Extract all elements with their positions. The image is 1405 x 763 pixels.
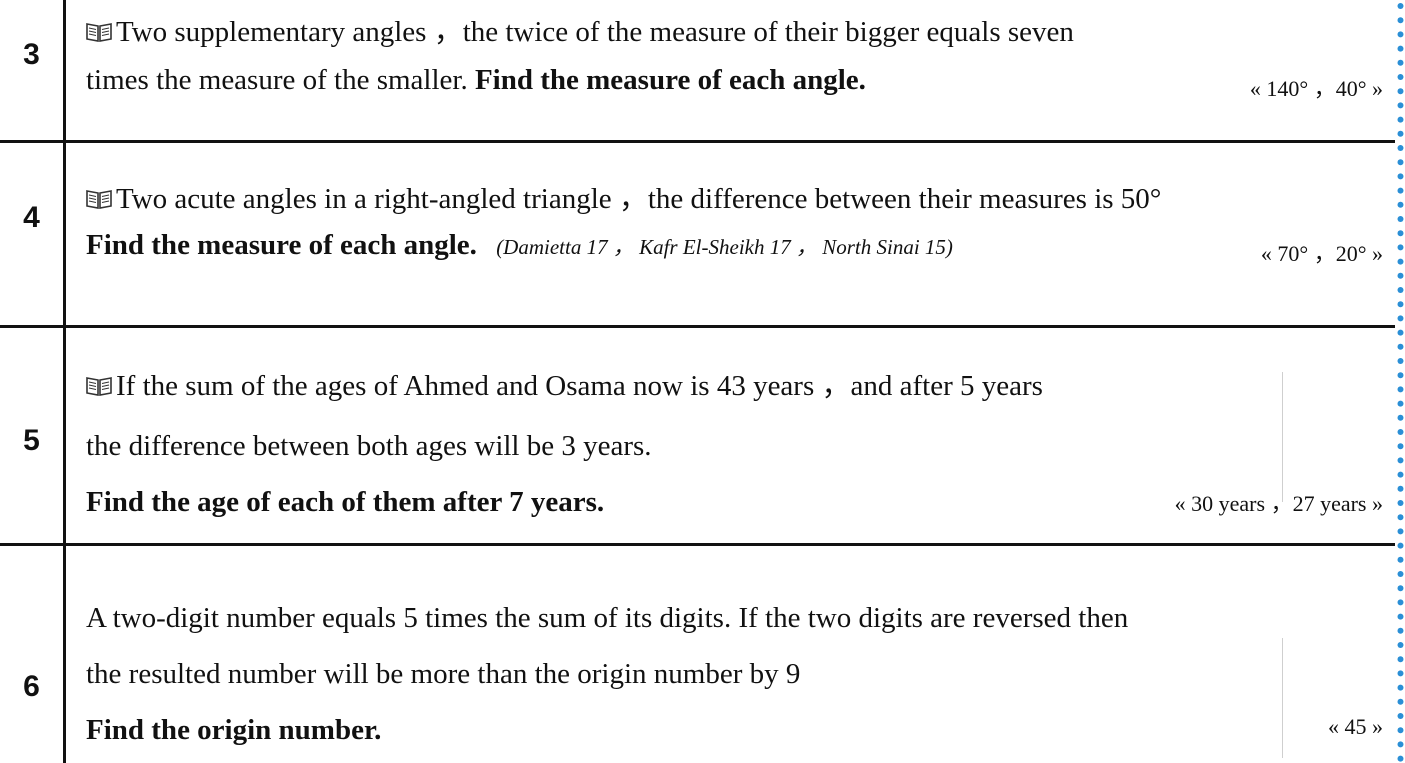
border-dot xyxy=(1397,3,1404,9)
exercise-number: 6 xyxy=(23,670,40,703)
exercise-text: Two supplementary angles ，the twice of t… xyxy=(116,16,1074,48)
exercise-row-4: 4 Two acute angles in a right-angled tri… xyxy=(0,143,1395,325)
border-dot xyxy=(1397,713,1404,719)
border-dot xyxy=(1397,201,1404,208)
border-dot xyxy=(1397,31,1404,38)
border-dot xyxy=(1397,187,1404,194)
exercise-number: 5 xyxy=(23,424,40,457)
border-dot xyxy=(1397,599,1404,606)
border-dot xyxy=(1397,542,1404,549)
row-divider xyxy=(0,543,1395,546)
exercise-row-3: 3 Two supplementary angles ，the twice of… xyxy=(0,0,1395,140)
exercise-text: times the measure of the smaller. xyxy=(86,64,468,96)
border-dot xyxy=(1397,755,1404,762)
exercise-line-1: Two supplementary angles ，the twice of t… xyxy=(86,8,1074,50)
exercise-task: Find the measure of each angle. xyxy=(474,64,866,96)
border-dot xyxy=(1397,301,1404,308)
border-dot xyxy=(1397,173,1404,180)
exercise-task: Find the origin number. xyxy=(86,714,382,746)
border-dot xyxy=(1397,287,1404,293)
exercise-row-6: 6 A two-digit number equals 5 times the … xyxy=(0,546,1395,763)
open-book-icon xyxy=(86,190,112,209)
border-dot xyxy=(1397,556,1404,563)
scan-guide-line xyxy=(1282,372,1283,502)
border-dot xyxy=(1397,74,1404,80)
border-dot xyxy=(1397,627,1404,634)
exercise-row-5: 5 If the sum of the ages of Ahmed and Os… xyxy=(0,328,1395,543)
answer: « 140° ，40° » xyxy=(1249,76,1383,101)
open-book-icon xyxy=(86,23,112,42)
border-dot xyxy=(1397,88,1404,95)
border-dot xyxy=(1397,386,1404,393)
open-book-icon xyxy=(86,377,112,396)
border-dot xyxy=(1397,571,1404,577)
border-dot xyxy=(1397,585,1404,592)
border-dot xyxy=(1397,670,1404,677)
border-dot xyxy=(1397,145,1404,151)
source-note: (Damietta 17 ， Kafr El-Sheikh 17 ， North… xyxy=(496,235,953,259)
border-dot xyxy=(1397,656,1404,663)
exercise-line-2: Find the measure of each angle. (Damiett… xyxy=(86,229,953,262)
exercise-line-1: If the sum of the ages of Ahmed and Osam… xyxy=(86,362,1043,404)
border-dot xyxy=(1397,102,1404,109)
exercise-text: If the sum of the ages of Ahmed and Osam… xyxy=(116,370,1043,402)
border-dot xyxy=(1397,485,1404,492)
exercise-number: 3 xyxy=(23,38,40,71)
exercise-task: Find the age of each of them after 7 yea… xyxy=(86,486,605,518)
border-dot xyxy=(1397,514,1404,521)
border-dot xyxy=(1397,45,1404,52)
border-dot xyxy=(1397,244,1404,251)
border-dot xyxy=(1397,471,1404,478)
border-dot xyxy=(1397,329,1404,336)
border-dot xyxy=(1397,414,1404,421)
border-dot xyxy=(1397,684,1404,691)
border-dot xyxy=(1397,17,1404,24)
border-dot xyxy=(1397,613,1404,620)
border-dot xyxy=(1397,400,1404,407)
border-dot xyxy=(1397,443,1404,450)
row-divider xyxy=(0,325,1395,328)
answer: « 45 » xyxy=(1328,714,1383,739)
border-dot xyxy=(1397,159,1404,166)
dotted-page-border xyxy=(1397,3,1404,762)
number-column-border xyxy=(63,0,66,763)
row-divider xyxy=(0,140,1395,143)
border-dot xyxy=(1397,698,1404,705)
border-dot xyxy=(1397,216,1404,222)
border-dot xyxy=(1397,59,1404,66)
answer: « 70° ，20° » xyxy=(1260,241,1383,266)
exercise-number: 4 xyxy=(23,201,40,234)
border-dot xyxy=(1397,642,1404,648)
border-dot xyxy=(1397,358,1404,364)
exercise-task: Find the measure of each angle. xyxy=(86,229,477,261)
exercise-line-2: the difference between both ages will be… xyxy=(86,430,652,462)
exercise-line-2: times the measure of the smaller. Find t… xyxy=(86,64,866,97)
border-dot xyxy=(1397,429,1404,435)
scan-guide-line xyxy=(1282,638,1283,758)
border-dot xyxy=(1397,741,1404,748)
border-dot xyxy=(1397,727,1404,734)
border-dot xyxy=(1397,500,1404,506)
border-dot xyxy=(1397,372,1404,379)
exercise-line-1: A two-digit number equals 5 times the su… xyxy=(86,602,1129,634)
border-dot xyxy=(1397,272,1404,279)
border-dot xyxy=(1397,528,1404,535)
border-dot xyxy=(1397,457,1404,464)
border-dot xyxy=(1397,343,1404,350)
exercise-line-2: the resulted number will be more than th… xyxy=(86,658,801,690)
answer: « 30 years ，27 years » xyxy=(1174,491,1383,516)
border-dot xyxy=(1397,258,1404,265)
exercise-text: Two acute angles in a right-angled trian… xyxy=(116,183,1162,215)
exercise-line-1: Two acute angles in a right-angled trian… xyxy=(86,175,1161,217)
border-dot xyxy=(1397,116,1404,123)
border-dot xyxy=(1397,130,1404,137)
border-dot xyxy=(1397,230,1404,237)
border-dot xyxy=(1397,315,1404,322)
